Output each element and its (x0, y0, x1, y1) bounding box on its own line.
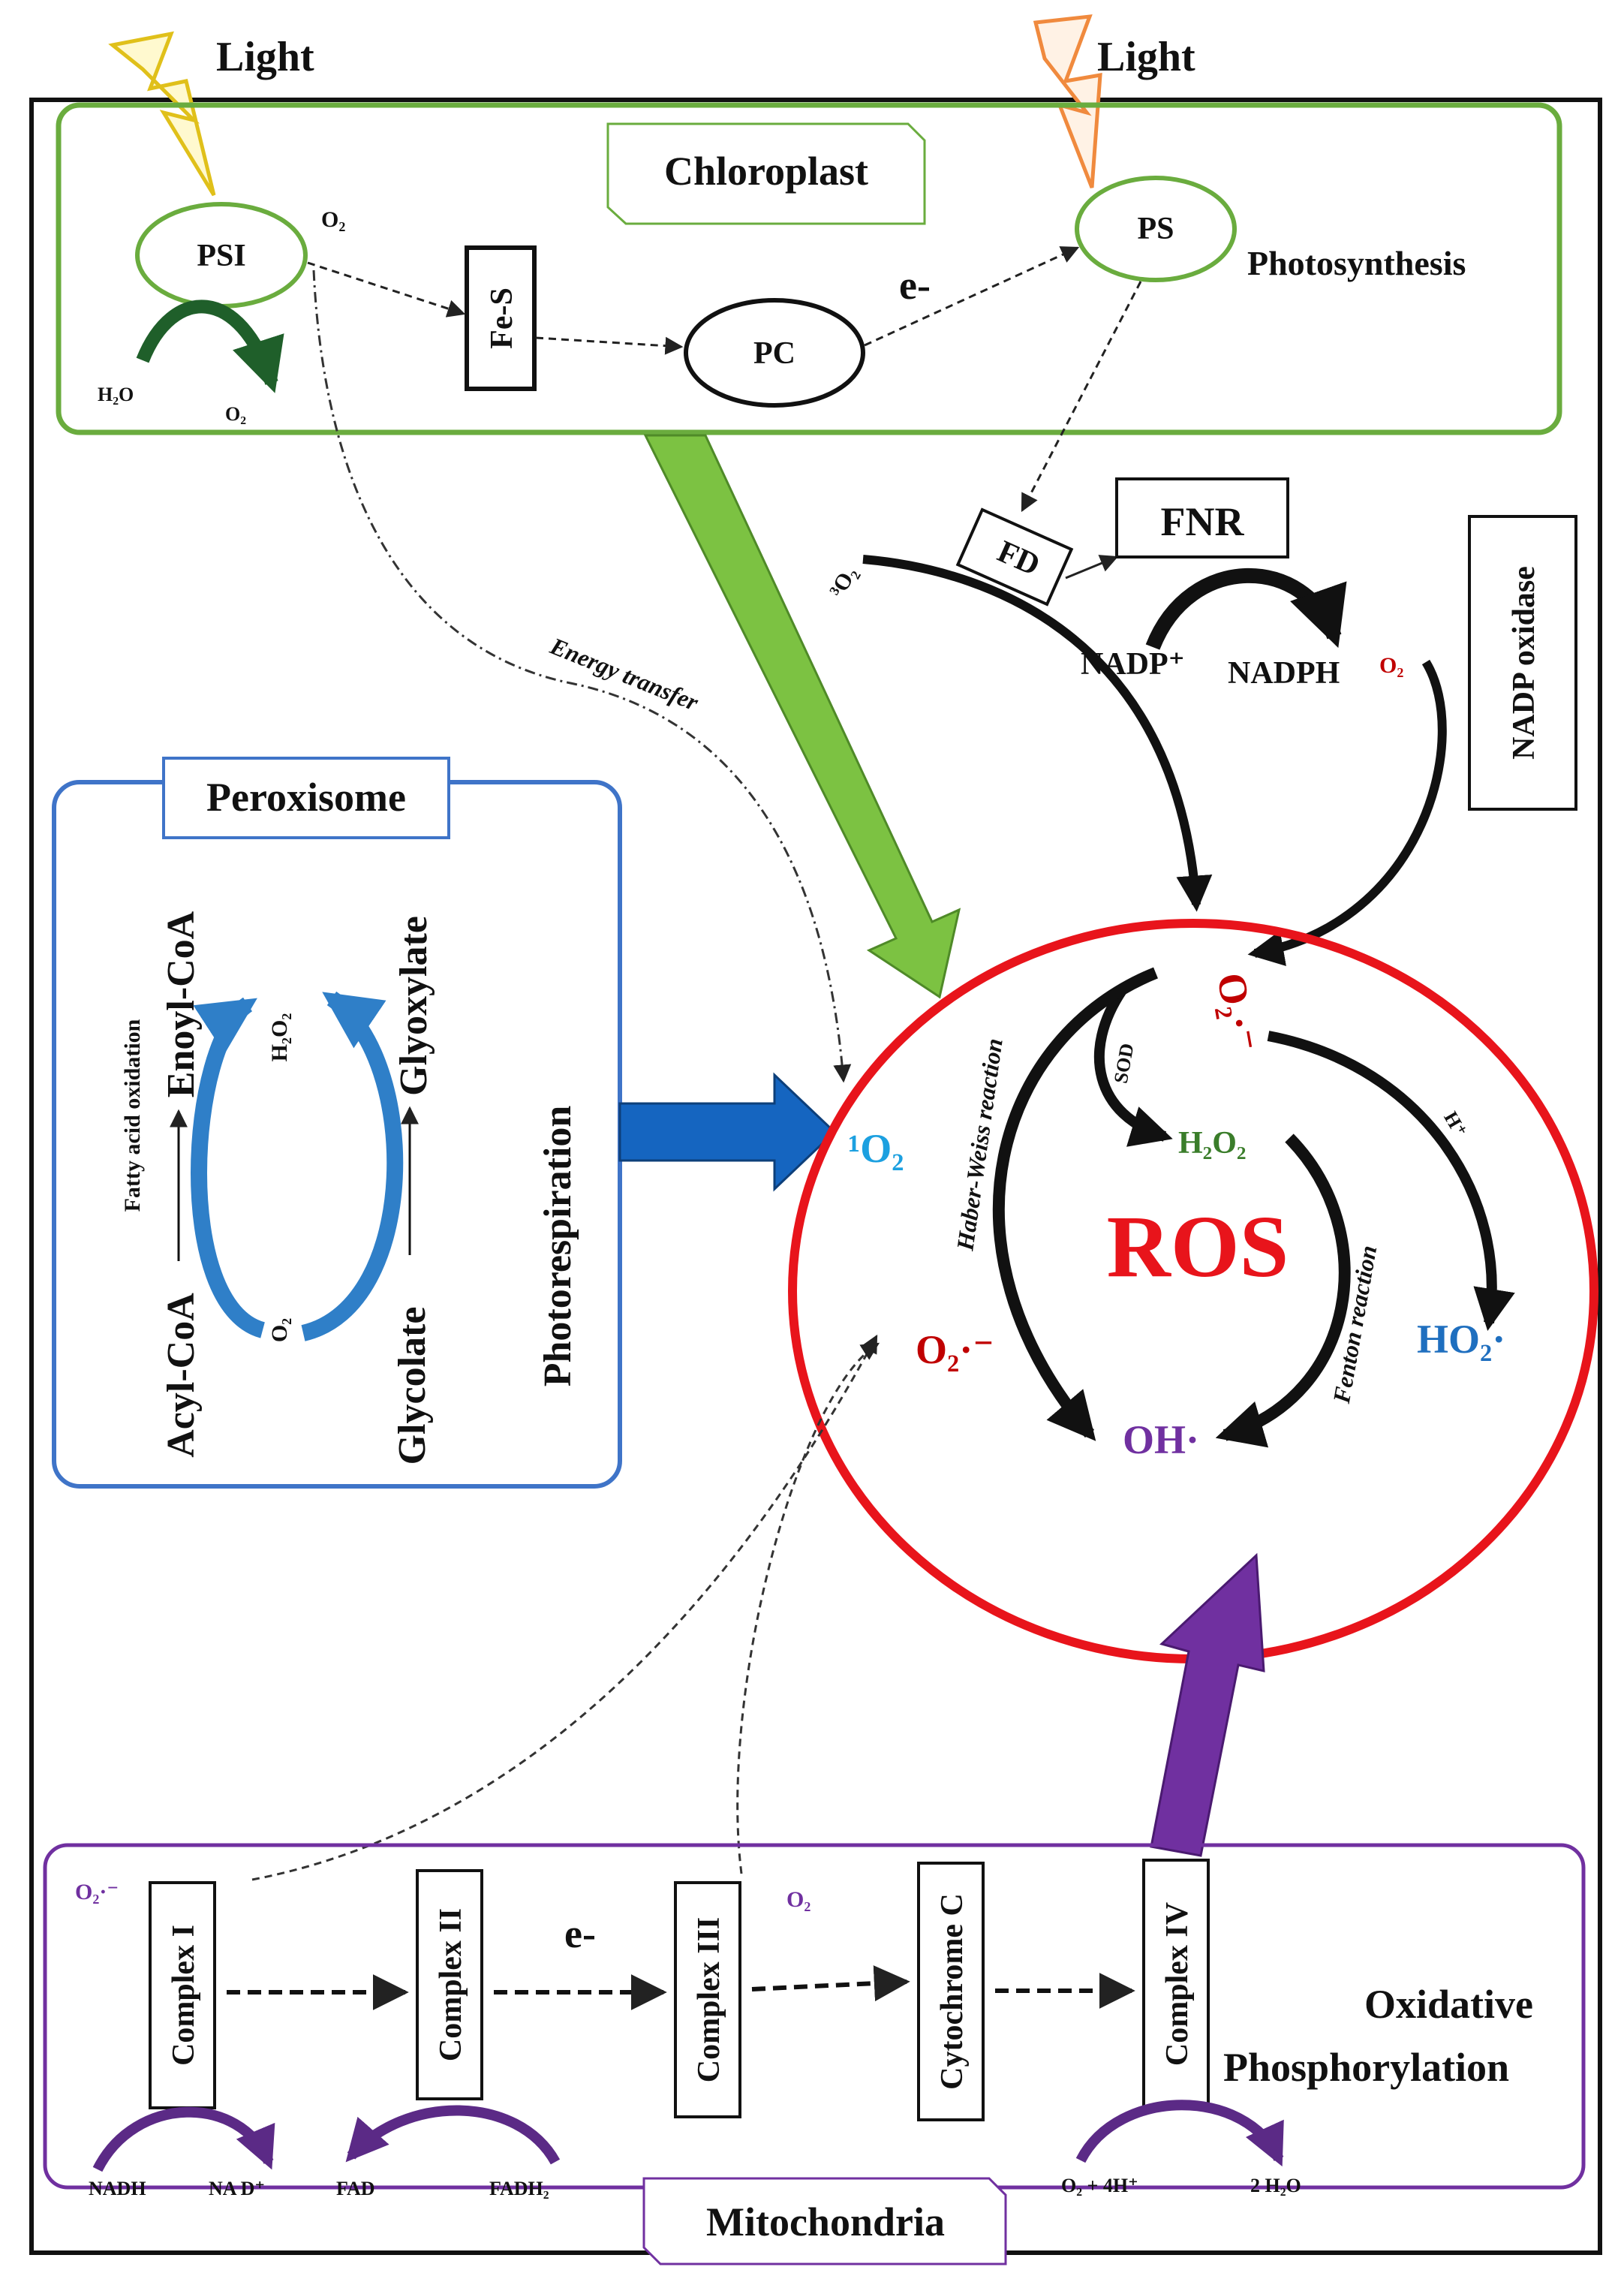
ps-node (1075, 176, 1237, 282)
fenton-arrow (1215, 1133, 1351, 1448)
pc-to-ps-arrow (864, 246, 1080, 347)
nadp-oxidase-label: NADP oxidase (1507, 566, 1541, 760)
mitochondria-ros-arrow (1150, 1552, 1265, 1857)
oxygen-reduction-arrow (1075, 2100, 1284, 2167)
sod-label: SOD (1110, 1042, 1138, 1085)
chloroplast-title: Chloroplast (664, 149, 868, 194)
fnr-label: FNR (1161, 499, 1245, 544)
glyoxylate-label: Glyoxylate (392, 916, 435, 1096)
fatty-acid-oxidation-label: Fatty acid oxidation (120, 1019, 145, 1212)
protonation-arrow (1267, 1031, 1515, 1332)
chloroplast-electron-label: e- (899, 263, 931, 308)
cytochrome-c-label: Cytochrome C (935, 1893, 970, 2090)
photosynthesis-label: Photosynthesis (1247, 244, 1466, 282)
peroxisome-title: Peroxisome (206, 775, 406, 820)
o2-4h-label: O₂ + 4H⁺ (1061, 2175, 1138, 2196)
fes-box (465, 245, 537, 391)
water-split-arrow (136, 300, 284, 393)
complex-iii-label: Complex III (692, 1917, 726, 2083)
ros-title: ROS (1107, 1197, 1289, 1296)
glycolate-label: Glycolate (391, 1307, 434, 1465)
nadp-reduction-arrow (1145, 567, 1347, 650)
superoxide-left-label: O₂·⁻ (916, 1327, 994, 1372)
chloroplast-ros-arrow (643, 434, 961, 999)
cytochrome-c-box (917, 1862, 985, 2121)
water-label: 2 H₂O (1250, 2175, 1301, 2196)
fnr-box (1115, 477, 1289, 558)
hydroxyl-radical-label: OH· (1123, 1417, 1199, 1462)
fd-to-fnr-arrow (1065, 555, 1119, 580)
complex-ii-label: Complex II (434, 1908, 468, 2061)
peroxisome-h2o2-label: H₂O₂ (267, 1013, 292, 1062)
nadp-oxidase-box (1468, 515, 1577, 811)
light-label-right: Light (1097, 34, 1195, 80)
ps-to-fd-arrow (1021, 281, 1142, 513)
complex-iv-label: Complex IV (1160, 1902, 1195, 2066)
mito-superoxide-label: O₂·⁻ (75, 1880, 119, 1904)
psi-to-fes-arrow (307, 261, 466, 318)
fd-to-superoxide-arrow (862, 555, 1213, 912)
complex-i-superoxide-arrow (251, 1334, 878, 1881)
mitochondria-title: Mitochondria (706, 2199, 945, 2244)
fd-box (955, 507, 1074, 607)
fad-label: FAD (336, 2178, 375, 2199)
peroxisome-o2-label: O₂ (267, 1318, 292, 1342)
haber-weiss-arrow (992, 967, 1158, 1441)
chloroplast-box (56, 102, 1562, 435)
acyl-coa-label: Acyl-CoA (160, 1293, 203, 1458)
nad-label: NA D⁺ (209, 2178, 265, 2199)
photorespiration-label: Photorespiration (537, 1106, 579, 1387)
h2o-label: H₂O (98, 384, 134, 405)
nadph-o2-label: O₂ (1379, 653, 1403, 678)
mito-o2-label: O₂ (786, 1887, 810, 1912)
peroxisome-title-box (162, 757, 450, 839)
sod-arrow (1093, 986, 1173, 1147)
complex-i-label: Complex I (167, 1925, 201, 2066)
pc-label: PC (753, 336, 795, 371)
complex-ii-box (416, 1869, 483, 2100)
mito-electron-label: e- (564, 1911, 596, 1956)
pc-node (684, 298, 865, 408)
lightning-bolt-icon (1033, 14, 1102, 188)
singlet-o2-label: ¹O₂ (848, 1126, 904, 1171)
oxidative-label: Oxidative (1364, 1982, 1533, 2027)
complex-iii-superoxide-arrow (736, 1342, 880, 1874)
nadh-oxidation-arrow (92, 2106, 275, 2172)
energy-transfer-label: Energy transfer (546, 632, 703, 716)
lightning-bolt-icon (108, 31, 216, 197)
superoxide-top-label: O₂·⁻ (1208, 970, 1266, 1055)
o2-released-label: O₂ (225, 403, 246, 425)
energy-transfer-arrow (312, 269, 852, 1083)
mitochondria-box (43, 1843, 1586, 2190)
psi-o2-label: O₂ (321, 207, 345, 232)
mitochondria-title-box (642, 2177, 1007, 2265)
ps-label: PS (1137, 212, 1174, 246)
complex-iii-to-cyt-arrow (751, 1965, 910, 2002)
peroxisome-cycle-left-arrow (191, 997, 266, 1338)
fadh2-label: FADH₂ (489, 2178, 549, 2199)
triplet-o2-label: ³O₂ (825, 562, 862, 601)
complex-iii-box (674, 1881, 741, 2118)
fes-to-pc-arrow (535, 336, 684, 355)
h2o2-label: H₂O₂ (1178, 1126, 1247, 1161)
complex-i-box (149, 1881, 216, 2109)
chloroplast-title-box (606, 122, 926, 225)
peroxisome-ros-arrow (618, 1072, 837, 1192)
psi-label: PSI (197, 239, 245, 273)
light-label-left: Light (216, 34, 314, 80)
nadh-label: NADH (89, 2178, 146, 2199)
fes-label: Fe-S (485, 288, 519, 349)
nadph-to-superoxide-arrow (1247, 659, 1447, 966)
nadph-label: NADPH (1228, 656, 1340, 691)
hydroperoxyl-label: HO₂· (1417, 1317, 1505, 1362)
phosphorylation-label: Phosphorylation (1223, 2045, 1509, 2090)
peroxisome-cycle-right-arrow (301, 991, 404, 1341)
fad-reduction-arrow (345, 2105, 561, 2165)
enoyl-coa-label: Enoyl-CoA (160, 911, 203, 1097)
